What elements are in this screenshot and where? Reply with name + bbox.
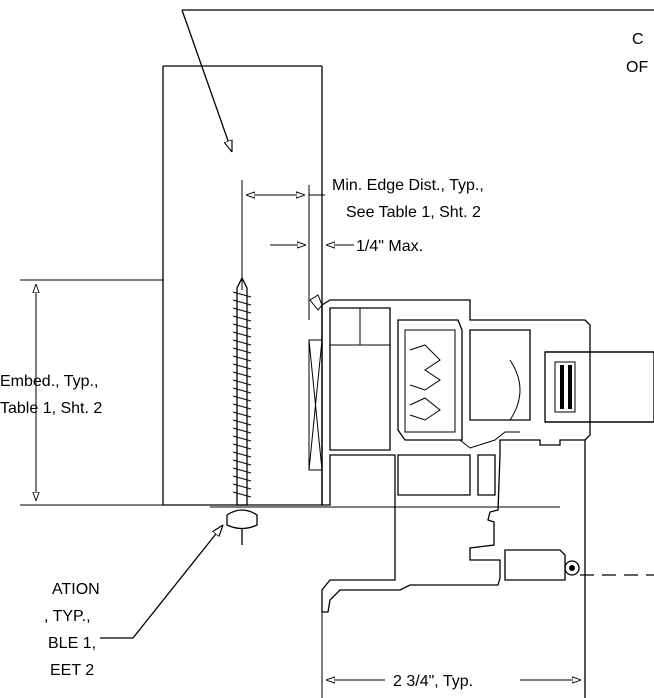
anchor-label-line4: EET 2: [50, 662, 94, 679]
width-dimension: [321, 612, 581, 698]
width-dimension-label: 2 3/4", Typ.: [393, 673, 473, 690]
embed-label-line2: Table 1, Sht. 2: [0, 400, 102, 417]
embed-label-line1: Embed., Typ.,: [0, 373, 98, 390]
anchor-label-line1: ATION: [52, 581, 100, 598]
anchor-callout-leader: [100, 525, 223, 639]
embed-dimension: [20, 279, 163, 506]
min-edge-label-line2: See Table 1, Sht. 2: [346, 204, 481, 221]
min-edge-dimension: [241, 185, 354, 320]
frame-edge-lines: [580, 440, 654, 698]
shim-gap: [308, 339, 323, 471]
anchor-screw: [210, 276, 560, 545]
anchor-label-line2: , TYP.,: [44, 608, 91, 625]
max-gap-label: 1/4" Max.: [356, 238, 423, 255]
window-frame-extrusion: [309, 294, 654, 613]
min-edge-label-line1: Min. Edge Dist., Typ.,: [332, 177, 484, 194]
anchor-label-line3: BLE 1,: [48, 635, 96, 652]
callout-top-right-line1: C: [632, 31, 644, 48]
top-callout-leader: [181, 9, 654, 152]
callout-top-right-line2: OF: [626, 59, 648, 76]
